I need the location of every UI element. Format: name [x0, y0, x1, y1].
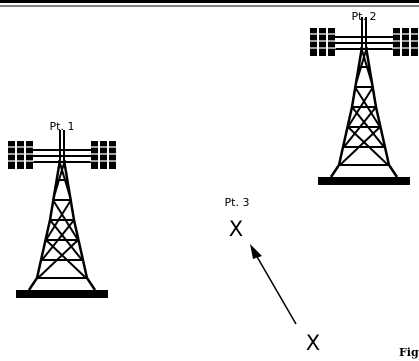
point3-mark: X — [229, 217, 243, 241]
tower-right-icon — [307, 15, 419, 187]
top-border — [0, 0, 419, 3]
tower-left-label: Pt. 1 — [50, 120, 75, 133]
arrow-head-icon — [250, 244, 262, 259]
point3-label: Pt. 3 — [225, 196, 250, 209]
tower-left-icon — [5, 128, 119, 300]
start-mark: X — [306, 331, 320, 355]
figure-caption: Fig — [399, 346, 419, 359]
tower-right-label: Pt. 2 — [352, 10, 377, 23]
direction-arrow — [255, 254, 297, 325]
